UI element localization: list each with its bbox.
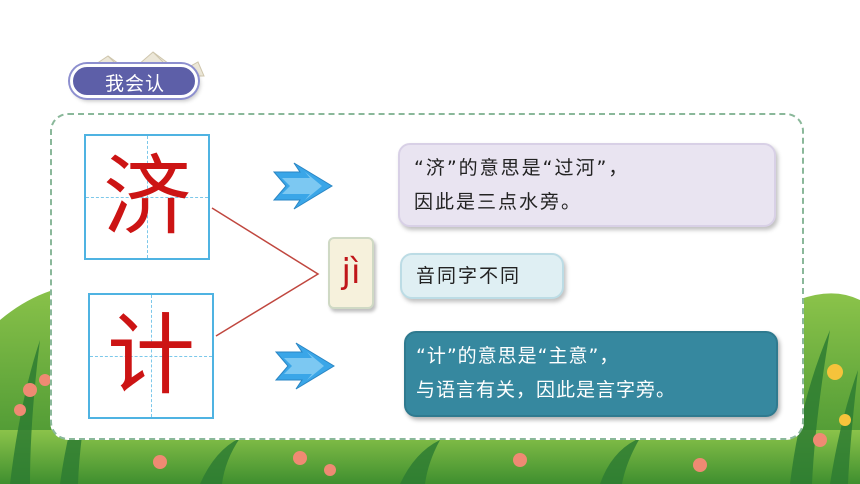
explanation-line: 因此是三点水旁。 [414,191,583,213]
character-ji-plan: 计 [106,304,195,407]
section-title: 我会认 [70,64,198,98]
same-sound-text: 音同字不同 [416,265,522,287]
character-grid-ji-plan: 计 [88,293,214,419]
explanation-box-ji-river: “济”的意思是“过河”， 因此是三点水旁。 [398,143,776,227]
explanation-box-ji-plan: “计”的意思是“主意”， 与语言有关，因此是言字旁。 [404,331,778,417]
same-sound-box: 音同字不同 [400,253,564,299]
character-grid-ji-river: 济 [84,134,210,260]
explanation-line: “济”的意思是“过河”， [414,157,630,179]
character-ji-river: 济 [102,145,191,248]
explanation-line: “计”的意思是“主意”， [416,345,620,367]
explanation-line: 与语言有关，因此是言字旁。 [416,379,677,401]
section-title-badge: 我会认 [68,50,208,106]
pinyin-card: jì [328,237,374,309]
